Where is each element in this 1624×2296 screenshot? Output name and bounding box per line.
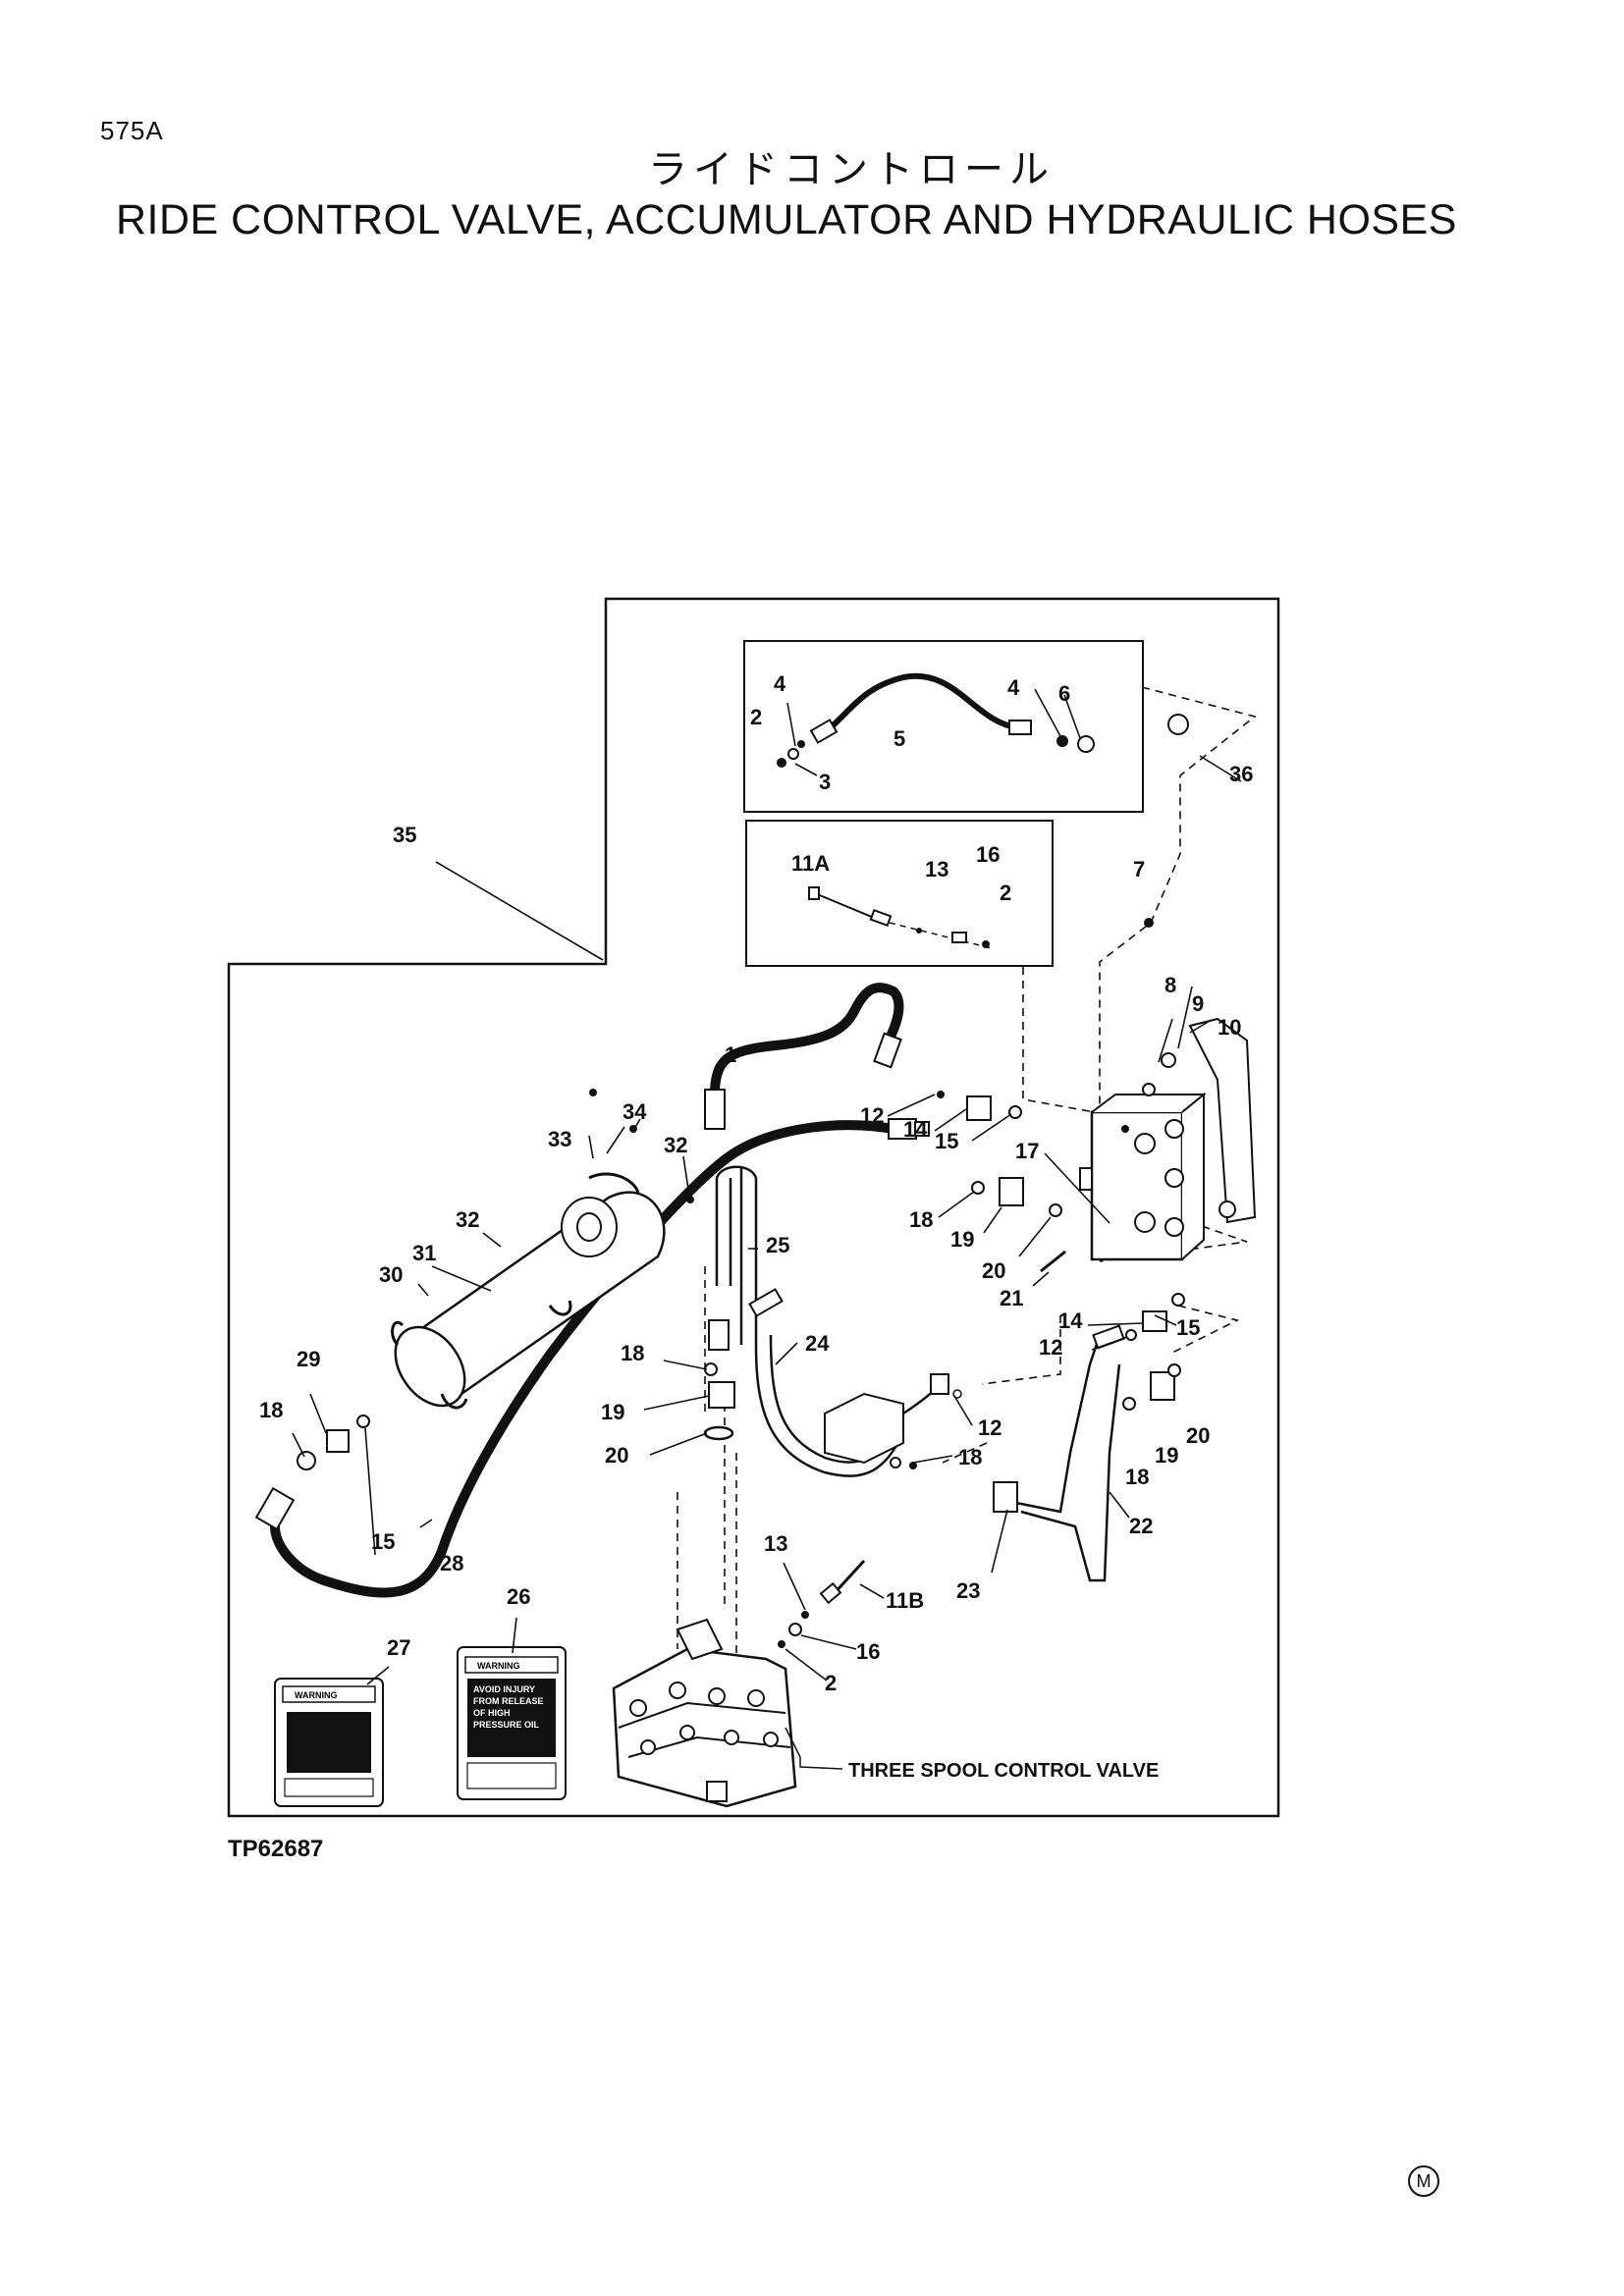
ride-control-valve bbox=[1079, 1092, 1207, 1261]
callout-24: 24 bbox=[805, 1331, 830, 1356]
callout-22: 22 bbox=[1129, 1514, 1153, 1538]
callout-4-left: 4 bbox=[774, 671, 786, 696]
callout-20-far: 20 bbox=[1186, 1423, 1210, 1448]
callout-16-top: 16 bbox=[976, 842, 1000, 867]
three-spool-control-valve-label: THREE SPOOL CONTROL VALVE bbox=[848, 1760, 1159, 1782]
mounting-bracket bbox=[1188, 1017, 1257, 1224]
decal-27-header: WARNING bbox=[295, 1690, 338, 1700]
corner-mark: M bbox=[1408, 2165, 1439, 2197]
callout-21: 21 bbox=[1000, 1286, 1023, 1310]
callout-33: 33 bbox=[548, 1127, 571, 1151]
callout-13-low: 13 bbox=[764, 1531, 787, 1556]
callout-19-mid: 19 bbox=[601, 1400, 624, 1424]
callout-numbers: 35 4 2 3 5 4 6 36 11A 13 16 2 7 8 9 10 1… bbox=[259, 671, 1253, 1695]
title-japanese: ライドコントロール bbox=[648, 147, 1055, 192]
callout-9: 9 bbox=[1192, 991, 1204, 1016]
three-spool-control-valve bbox=[612, 1618, 843, 1808]
callout-13-top: 13 bbox=[925, 857, 948, 881]
title-english: RIDE CONTROL VALVE, ACCUMULATOR AND HYDR… bbox=[116, 196, 1457, 243]
callout-20-mid: 20 bbox=[605, 1443, 628, 1468]
callout-15-mid: 15 bbox=[1176, 1315, 1200, 1340]
callout-32-left: 32 bbox=[456, 1207, 479, 1232]
tube-25 bbox=[715, 1165, 758, 1345]
callout-17: 17 bbox=[1015, 1139, 1039, 1163]
callout-5: 5 bbox=[893, 726, 905, 751]
diagram-frame bbox=[227, 597, 1280, 1818]
callout-23: 23 bbox=[956, 1578, 980, 1603]
page-code: 575A bbox=[100, 116, 164, 145]
callout-34: 34 bbox=[623, 1099, 647, 1124]
warning-decal-26: WARNING AVOID INJURY FROM RELEASE OF HIG… bbox=[457, 1646, 567, 1800]
callout-12-top: 12 bbox=[860, 1103, 884, 1128]
callout-12-mid: 12 bbox=[1039, 1335, 1062, 1360]
accumulator bbox=[391, 1172, 666, 1410]
leader-lines bbox=[292, 688, 1242, 1685]
callout-18-far: 18 bbox=[1125, 1465, 1149, 1489]
callout-16-low: 16 bbox=[856, 1639, 880, 1664]
decal-26-header: WARNING bbox=[477, 1661, 520, 1671]
callout-31: 31 bbox=[412, 1241, 436, 1265]
callout-10: 10 bbox=[1218, 1015, 1241, 1040]
callout-2-low: 2 bbox=[825, 1671, 837, 1695]
callout-8: 8 bbox=[1164, 973, 1176, 997]
inset-hose-assembly bbox=[743, 640, 1144, 813]
callout-2-mid: 2 bbox=[1000, 881, 1011, 905]
callout-19-right: 19 bbox=[950, 1227, 974, 1252]
callout-18-mid: 18 bbox=[621, 1341, 644, 1365]
callout-25: 25 bbox=[766, 1233, 789, 1257]
callout-11b: 11B bbox=[886, 1588, 924, 1613]
callout-36: 36 bbox=[1229, 762, 1253, 786]
callout-32-right: 32 bbox=[664, 1133, 687, 1157]
decal-26-line-1: AVOID INJURY bbox=[473, 1684, 535, 1694]
callout-15-top: 15 bbox=[935, 1129, 958, 1153]
decal-26-line-3: OF HIGH bbox=[473, 1708, 511, 1718]
tube-22 bbox=[1010, 1334, 1121, 1582]
warning-decal-27: WARNING bbox=[274, 1678, 384, 1807]
callout-1: 1 bbox=[725, 1042, 736, 1067]
callout-26: 26 bbox=[507, 1584, 530, 1609]
hose-28 bbox=[270, 1120, 894, 1598]
callout-2-top: 2 bbox=[750, 705, 762, 729]
callout-7: 7 bbox=[1133, 857, 1145, 881]
decal-26-line-4: PRESSURE OIL bbox=[473, 1720, 540, 1730]
callout-27: 27 bbox=[387, 1635, 410, 1660]
callout-6: 6 bbox=[1058, 681, 1070, 706]
hose-1 bbox=[710, 983, 904, 1091]
callout-28: 28 bbox=[440, 1551, 463, 1575]
callout-20-right: 20 bbox=[982, 1258, 1005, 1283]
callout-29: 29 bbox=[297, 1347, 320, 1371]
callout-14-mid: 14 bbox=[1058, 1308, 1083, 1333]
callout-18-left: 18 bbox=[259, 1398, 283, 1422]
callout-15-low: 15 bbox=[371, 1529, 395, 1554]
callout-18-right: 18 bbox=[909, 1207, 933, 1232]
callout-3: 3 bbox=[819, 770, 831, 794]
callout-12-low: 12 bbox=[978, 1415, 1001, 1440]
callout-11a: 11A bbox=[791, 851, 830, 876]
callout-18-low: 18 bbox=[958, 1445, 982, 1469]
decal-26-line-2: FROM RELEASE bbox=[473, 1696, 544, 1706]
callout-35: 35 bbox=[393, 823, 416, 847]
figure-code: TP62687 bbox=[228, 1836, 324, 1862]
callout-4-right: 4 bbox=[1007, 675, 1020, 700]
callout-19-far: 19 bbox=[1155, 1443, 1178, 1468]
inset-fitting-assembly bbox=[745, 820, 1054, 967]
callout-14-top: 14 bbox=[903, 1117, 928, 1142]
callout-30: 30 bbox=[379, 1262, 403, 1287]
